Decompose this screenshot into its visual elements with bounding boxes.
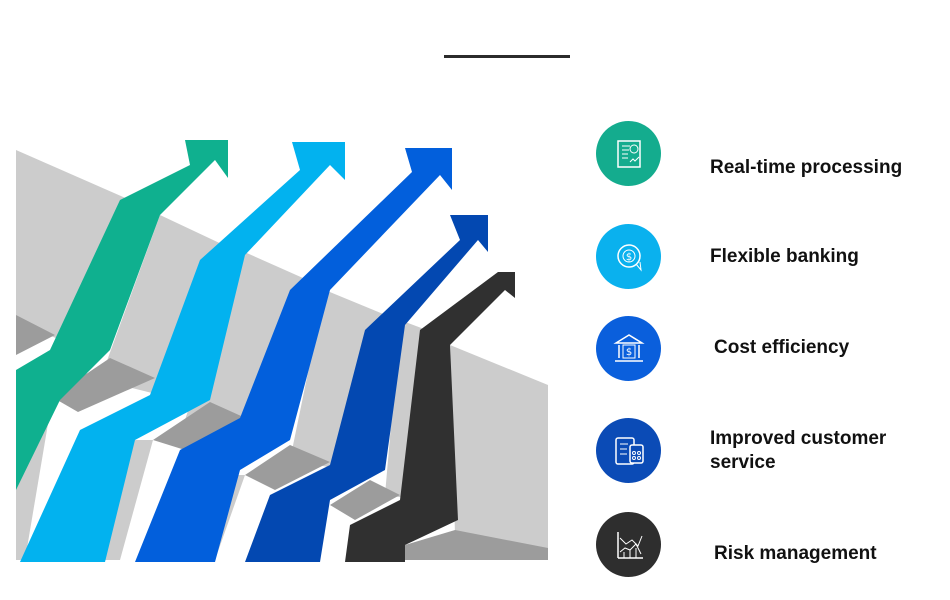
- stair-tread: [330, 480, 400, 520]
- green-arrow: [16, 140, 228, 490]
- feature-icon-circle: [596, 418, 661, 483]
- report-chart-icon: [616, 139, 641, 168]
- feature-icon-circle: [596, 121, 661, 186]
- feature-icon-circle: $: [596, 316, 661, 381]
- line-chart-icon: [616, 531, 643, 559]
- feature-item: [596, 121, 661, 186]
- stair-tread: [245, 445, 330, 490]
- clipboard-calculator-icon: [614, 436, 644, 465]
- dollar-chat-icon: $: [616, 243, 642, 272]
- stair-tread: [16, 315, 55, 355]
- stair-face: [100, 440, 153, 560]
- feature-label: Risk management: [714, 543, 877, 564]
- stair-face: [450, 345, 548, 560]
- feature-label: Flexible banking: [710, 246, 859, 267]
- stair-tread: [52, 358, 155, 412]
- stair-tread: [405, 530, 548, 560]
- feature-item: [596, 512, 661, 577]
- title-underline: [444, 55, 570, 58]
- bank-icon: $: [612, 333, 645, 362]
- staircase-arrows-illustration: [16, 140, 548, 562]
- feature-item: $: [596, 316, 661, 381]
- stair-tread: [153, 402, 250, 450]
- feature-label: Improved customer service: [710, 428, 887, 473]
- feature-label: Real-time processing: [710, 157, 903, 178]
- feature-item: [596, 418, 661, 483]
- feature-item: $: [596, 224, 661, 289]
- feature-icon-circle: [596, 512, 661, 577]
- stair-face: [16, 150, 130, 340]
- svg-text:$: $: [625, 347, 631, 358]
- svg-text:$: $: [625, 252, 631, 263]
- feature-icon-circle: $: [596, 224, 661, 289]
- blue-arrow: [135, 148, 452, 562]
- black-arrow: [345, 272, 515, 562]
- feature-label: Cost efficiency: [714, 337, 850, 358]
- light-blue-arrow: [20, 142, 345, 562]
- dark-blue-arrow: [245, 215, 488, 562]
